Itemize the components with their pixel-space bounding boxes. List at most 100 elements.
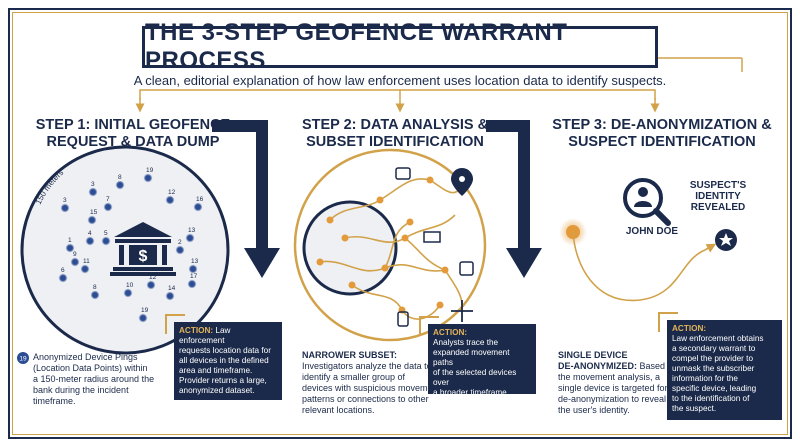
device-ping-label: 13 — [188, 227, 196, 234]
reveal-line: REVEALED — [690, 202, 746, 213]
step2-label-line: patterns or connections to other — [302, 394, 429, 404]
step3-title: STEP 3: DE-ANONYMIZATION & SUSPECT IDENT… — [542, 117, 782, 151]
outer-frame — [8, 8, 792, 439]
device-ping-label: 8 — [118, 174, 122, 181]
step2-action-line: Analysts trace the — [433, 338, 499, 347]
single-device-path — [559, 218, 717, 302]
analysis-circle — [293, 148, 487, 342]
step2-subset-label: NARROWER SUBSET: Investigators analyze t… — [302, 350, 442, 416]
device-ping — [65, 243, 75, 253]
step1-action-line: area and timeframe. — [179, 366, 253, 375]
page-title: THE 3-STEP GEOFENCE WARRANT PROCESS — [145, 19, 568, 74]
phone-icon — [397, 311, 409, 327]
step3-label-line: de-anonymization to reveal — [558, 394, 667, 404]
step2-label-line: relevant locations. — [302, 405, 375, 415]
device-ping — [87, 215, 97, 225]
step3-label-line: the movement analysis, a — [558, 372, 661, 382]
device-ping — [165, 195, 175, 205]
device-ping — [187, 279, 197, 289]
device-ping-label: 6 — [61, 267, 65, 274]
device-ping-label: 11 — [83, 258, 90, 265]
step3-action-line: information for the — [672, 374, 738, 383]
device-ping-label: 5 — [104, 230, 108, 237]
svg-text:19: 19 — [19, 356, 27, 363]
device-ping — [193, 202, 203, 212]
device-ping — [165, 291, 175, 301]
step1-title: STEP 1: INITIAL GEOFENCE REQUEST & DATA … — [18, 117, 248, 151]
step1-action-line: Provider returns a large, — [179, 376, 267, 385]
step2-title-line2: SUBSET IDENTIFICATION — [306, 134, 484, 150]
step2-action-line: expanded movement paths — [433, 348, 510, 367]
device-ping-label: 2 — [178, 239, 182, 246]
device-ping — [85, 236, 95, 246]
device-ping-label: 19 — [141, 307, 149, 314]
step2-action-line: a broader timeframe, — [433, 388, 509, 397]
step1-legend-line: bank during the incident — [33, 385, 129, 395]
device-ping — [123, 288, 133, 298]
device-ping — [138, 313, 148, 323]
device-ping-label: 16 — [196, 196, 204, 203]
device-ping — [175, 245, 185, 255]
step1-to-step2-arrow — [212, 120, 280, 278]
step3-label-head2: DE-ANONYMIZED: — [558, 361, 637, 371]
device-ping-label: 4 — [88, 230, 92, 237]
device-ping — [58, 273, 68, 283]
device-ping-label: 1 — [68, 237, 72, 244]
device-ping-label: 12 — [168, 189, 176, 196]
device-ping-label: 3 — [63, 197, 67, 204]
step1-legend-text: Anonymized Device Pings (Location Data P… — [33, 352, 173, 407]
device-ping-label: 7 — [106, 196, 110, 203]
device-ping-label: 19 — [146, 167, 154, 174]
step1-title-line2: REQUEST & DATA DUMP — [46, 134, 220, 150]
step3-label-line: single device is targeted for — [558, 383, 668, 393]
badge-icon — [715, 229, 737, 251]
page-subtitle: A clean, editorial explanation of how la… — [133, 73, 667, 88]
step1-action-line: all devices in the defined — [179, 356, 269, 365]
reveal-line: SUSPECT'S — [689, 180, 747, 191]
step2-label-line: Investigators analyze the data to — [302, 361, 432, 371]
device-ping — [80, 264, 90, 274]
device-ping-label: 8 — [93, 284, 97, 291]
step2-label-line: identify a smaller group of — [302, 372, 406, 382]
step2-title: STEP 2: DATA ANALYSIS & SUBSET IDENTIFIC… — [290, 117, 500, 151]
device-ping-label: 3 — [91, 181, 95, 188]
step1-action-line: anonymized dataset. — [179, 386, 255, 395]
device-ping — [70, 257, 80, 267]
top-connector — [135, 57, 743, 113]
step2-to-step3-arrow — [486, 120, 542, 278]
device-ping-label: 12 — [149, 274, 157, 281]
device-ping — [90, 290, 100, 300]
step2-action-head: ACTION: — [433, 328, 468, 337]
step1-action-line: requests location data for — [179, 346, 271, 355]
device-ping-label: 13 — [191, 258, 199, 265]
step3-action-line: compel the provider to — [672, 354, 754, 363]
device-ping — [101, 236, 111, 246]
step1-action-box: ACTION: Law enforcement requests locatio… — [165, 314, 282, 400]
reveal-line: IDENTITY — [695, 191, 741, 202]
step2-label-line: devices with suspicious movement — [302, 383, 441, 393]
device-ping-label: 9 — [73, 251, 77, 258]
step3-action-line: to the identification of — [672, 394, 750, 403]
step1-legend-line: timeframe. — [33, 396, 76, 406]
legend-ping-icon: 19 — [17, 352, 29, 364]
device-ping — [143, 173, 153, 183]
step3-label-head: SINGLE DEVICE — [558, 350, 628, 360]
geofence-circle: 150 meters — [20, 145, 230, 355]
device-ping-label: 15 — [90, 209, 98, 216]
step3-label-line: Based on — [639, 361, 678, 371]
step3-action-line: the suspect. — [672, 404, 717, 413]
device-ping-label: 14 — [168, 285, 176, 292]
step1-legend-line: a 150-meter radius around the — [33, 374, 155, 384]
suspect-name: JOHN DOE — [625, 226, 679, 237]
device-ping — [115, 180, 125, 190]
device-ping — [60, 203, 70, 213]
step1-legend-line: Anonymized Device Pings — [33, 352, 138, 362]
step1-action-line: Law enforcement — [179, 326, 231, 345]
identity-revealed-text: SUSPECT'S IDENTITY REVEALED — [678, 180, 758, 213]
device-ping — [88, 187, 98, 197]
step1-action-head: ACTION: — [179, 326, 214, 335]
image-icon — [459, 261, 474, 276]
step1-legend-line: (Location Data Points) within — [33, 363, 148, 373]
